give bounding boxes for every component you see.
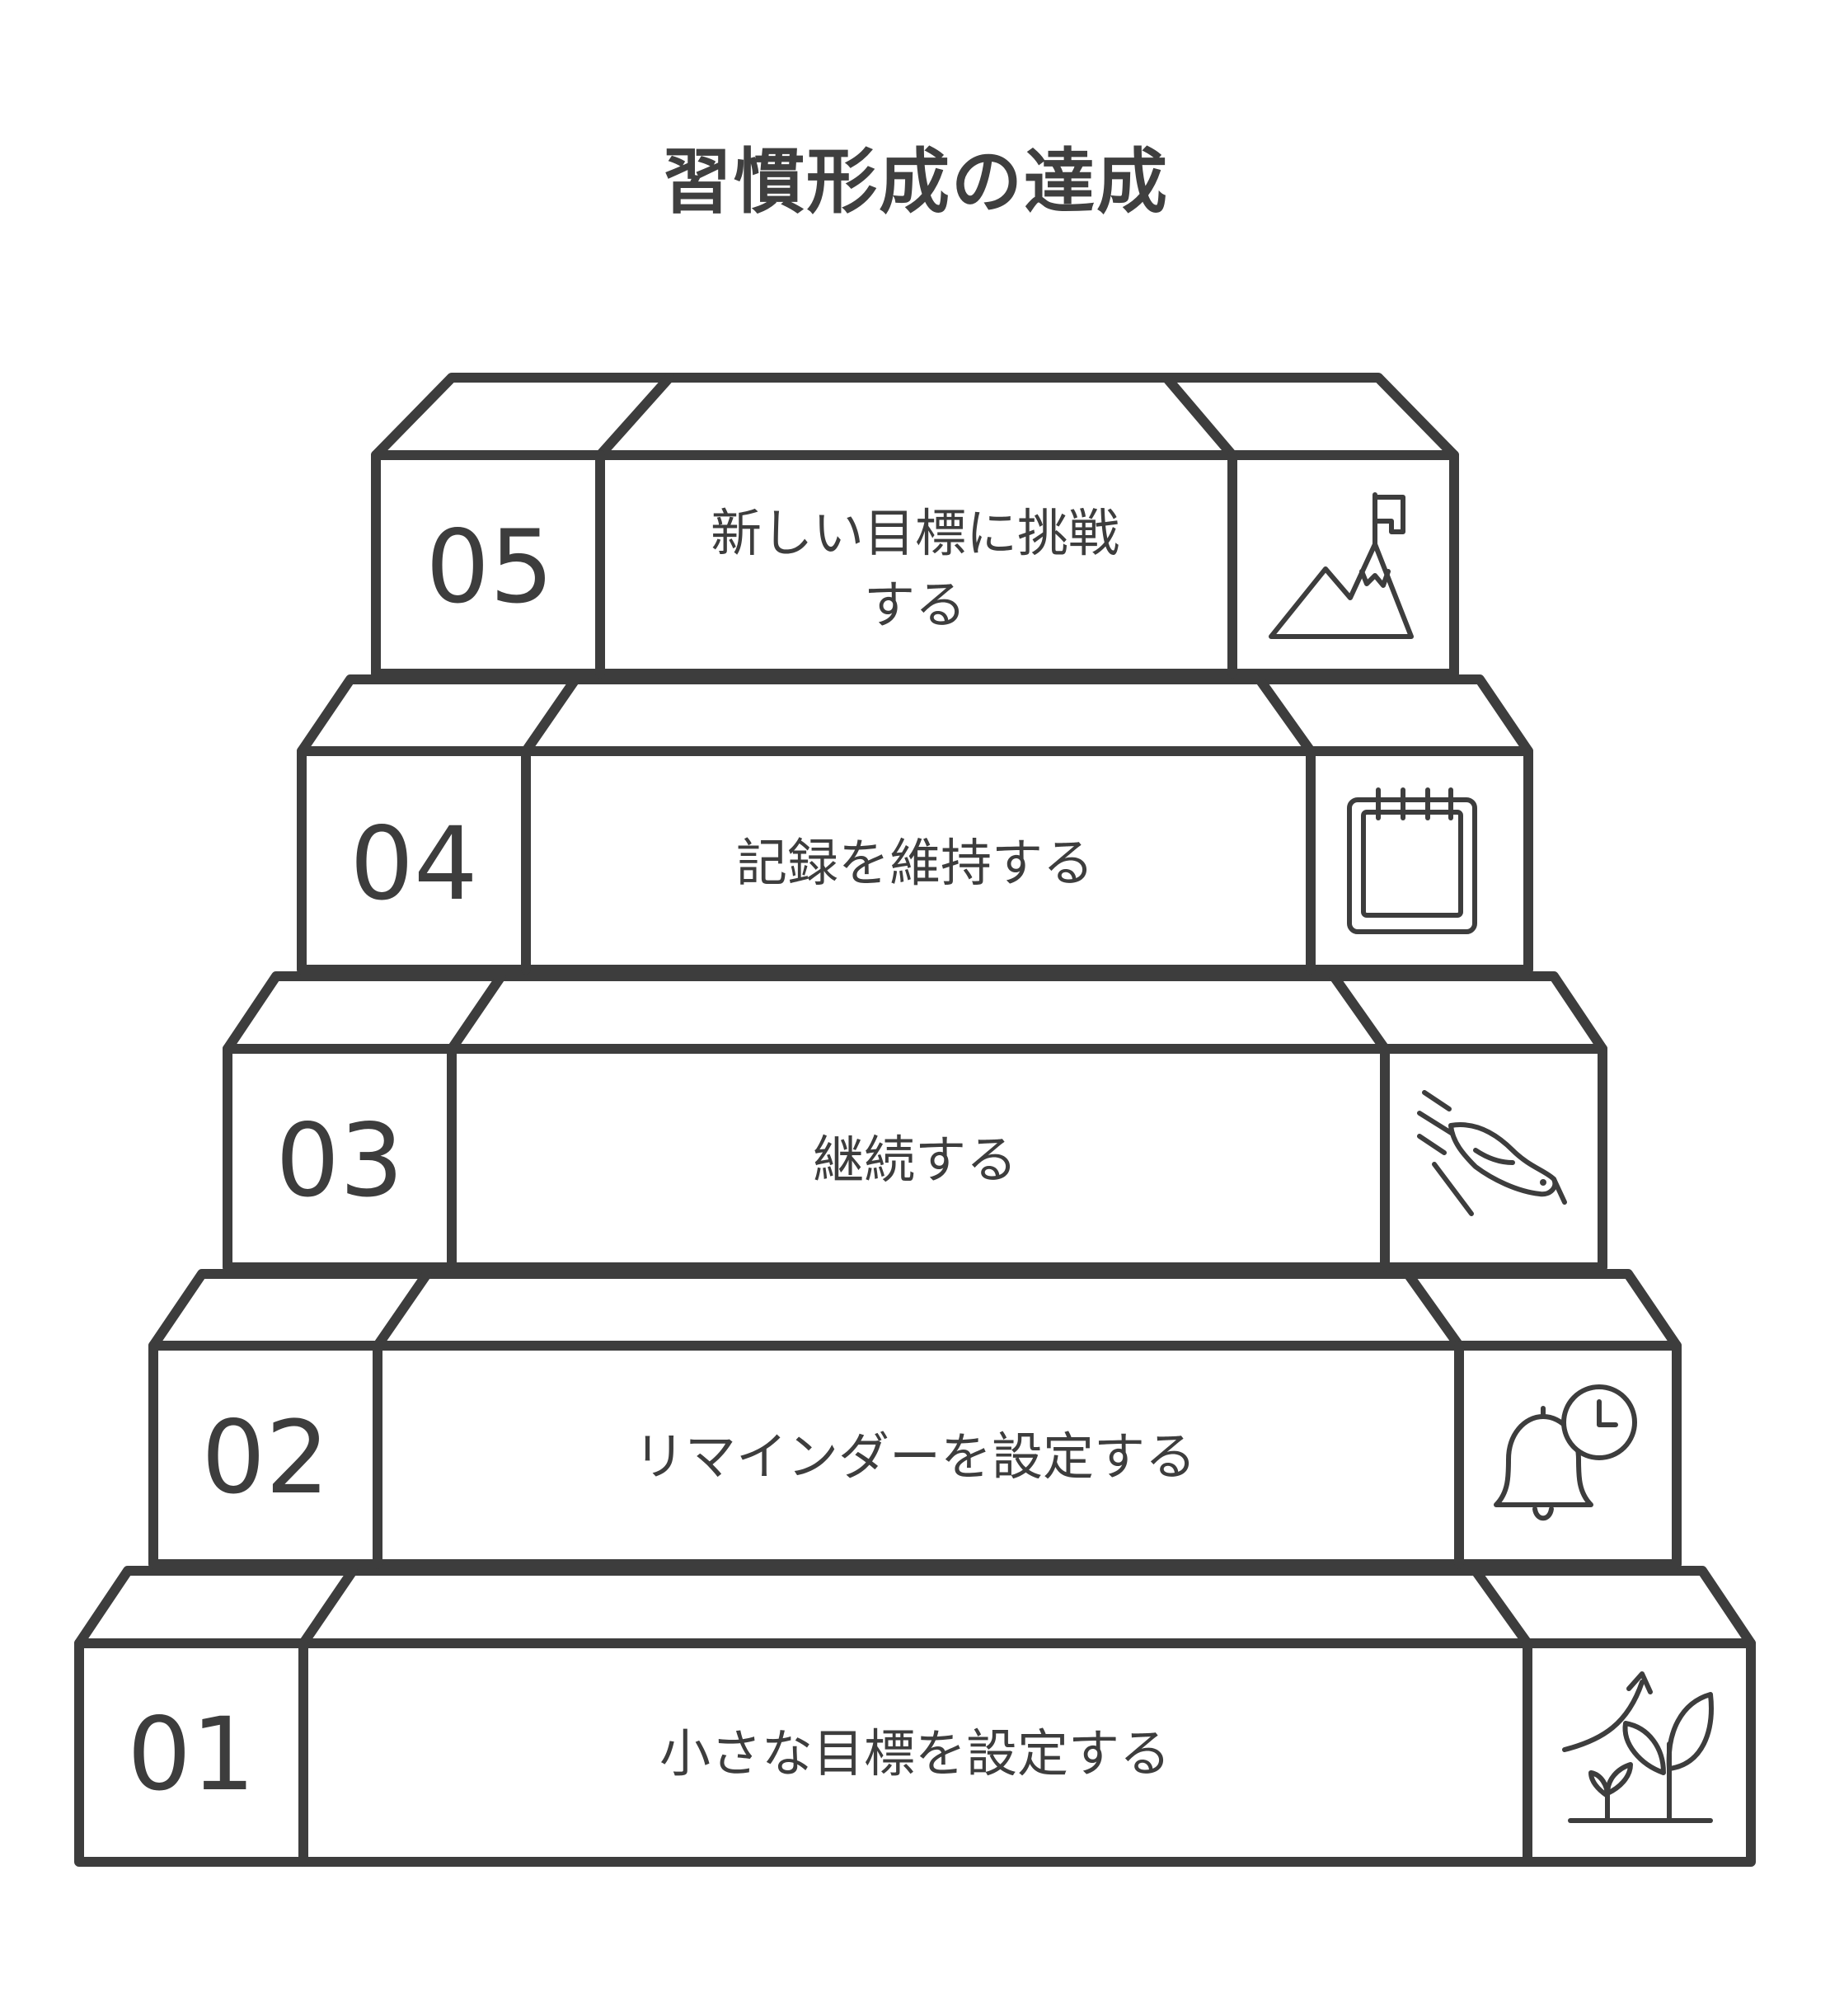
sprout-growth-icon [1562, 1671, 1714, 1823]
calendar-icon [1347, 787, 1477, 934]
step-number-01: 01 [127, 1696, 255, 1813]
step-04: 04 記録を維持する [297, 674, 1533, 975]
step-02: 02 リマインダーを設定する [148, 1269, 1682, 1569]
step-number-03: 03 [275, 1102, 403, 1219]
step-label-05-line2: する [864, 575, 966, 635]
step-label-01: 小さな目標を設定する [659, 1723, 1171, 1783]
sliding-bird-icon [1417, 1090, 1567, 1216]
step-label-02: リマインダーを設定する [634, 1426, 1196, 1487]
step-label-03: 継続する [813, 1130, 1017, 1190]
step-number-04: 04 [350, 806, 477, 923]
diagram-title: 習慣形成の達成 [661, 141, 1169, 223]
mountain-flag-icon [1269, 492, 1414, 639]
step-label-05-line1: 新しい目標に挑戦 [711, 503, 1119, 563]
step-03: 03 継続する [223, 971, 1607, 1272]
step-number-05: 05 [425, 509, 553, 626]
step-05: 05 新しい目標に挑戦 する [371, 373, 1459, 679]
step-01: 01 小さな目標を設定する [74, 1566, 1756, 1867]
step-label-04: 記録を維持する [736, 833, 1094, 893]
step-number-02: 02 [201, 1399, 329, 1516]
bell-clock-icon [1494, 1384, 1637, 1521]
